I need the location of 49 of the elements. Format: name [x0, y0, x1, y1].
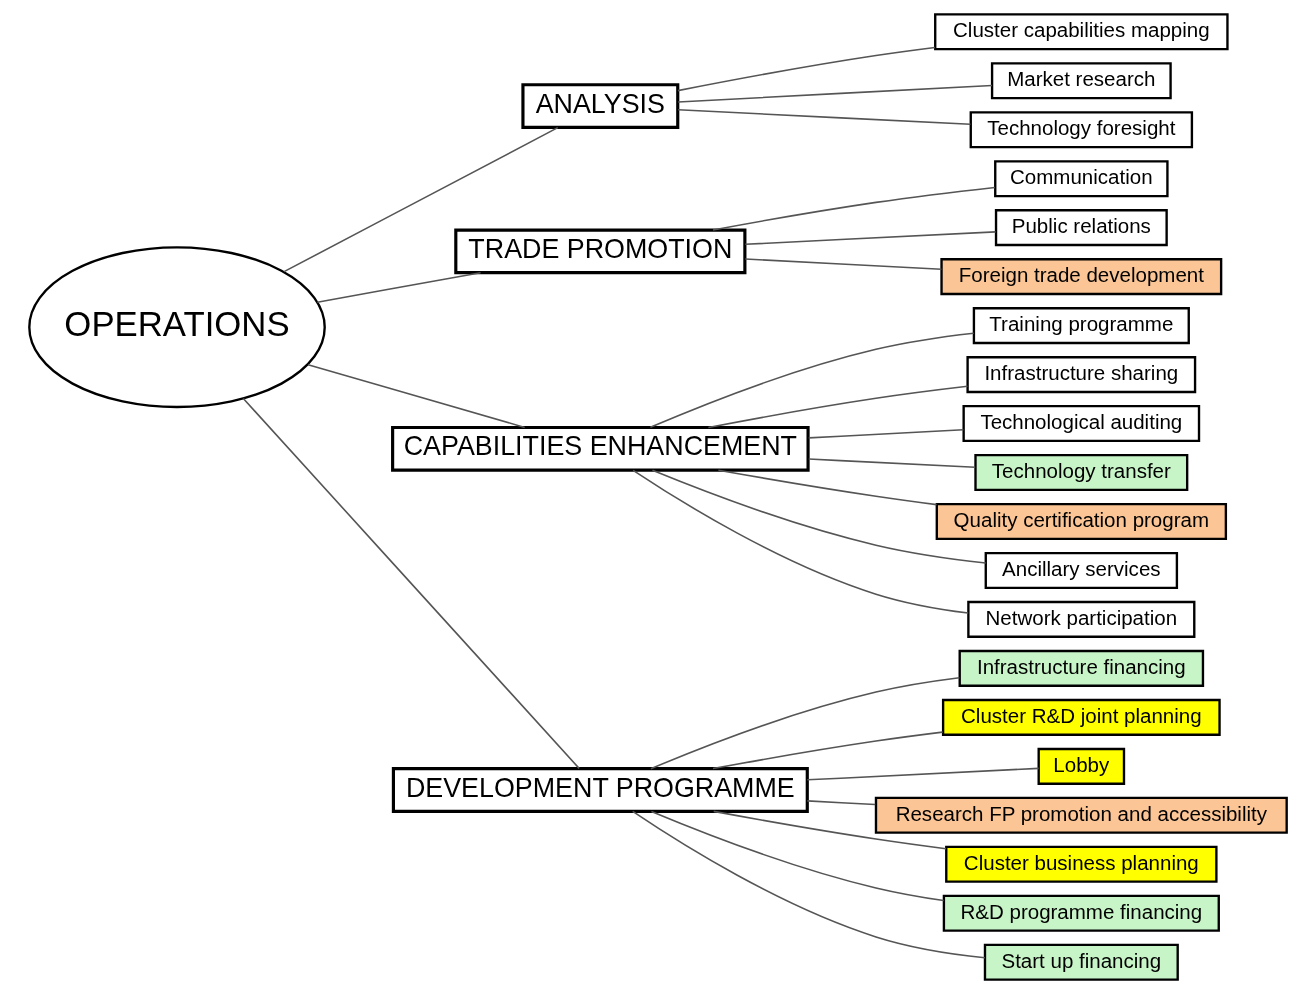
- node-box: Public relations: [994, 209, 1168, 247]
- node-box: Quality certification program: [935, 502, 1227, 541]
- connector: [316, 271, 481, 303]
- connector: [306, 363, 525, 429]
- connector: [807, 458, 976, 469]
- node-box: Cluster R&D joint planning: [941, 698, 1221, 736]
- connector: [807, 428, 964, 439]
- connector: [707, 385, 968, 429]
- node-ellipse: OPERATIONS: [27, 246, 326, 409]
- node-box: Technological auditing: [961, 405, 1200, 443]
- connector: [651, 469, 986, 564]
- node-box: Communication: [993, 160, 1169, 198]
- connector: [650, 810, 944, 902]
- node-box: Infrastructure sharing: [965, 356, 1196, 394]
- node-box: Research FP promotion and accessibility: [874, 796, 1288, 834]
- node-box: Cluster capabilities mapping: [933, 13, 1229, 51]
- node-box: DEVELOPMENT PROGRAMME: [391, 767, 809, 813]
- node-box: TRADE PROMOTION: [453, 228, 746, 275]
- connector: [744, 258, 942, 271]
- connector: [649, 332, 974, 429]
- node-box: ANALYSIS: [520, 83, 679, 129]
- node-box: Training programme: [972, 307, 1190, 345]
- connector: [649, 677, 960, 770]
- node-box: CAPABILITIES ENHANCEMENT: [390, 425, 810, 472]
- node-box: Infrastructure financing: [958, 649, 1204, 687]
- connector: [676, 46, 936, 92]
- node-box: Foreign trade development: [939, 258, 1222, 296]
- connector: [712, 810, 947, 850]
- connector: [242, 397, 580, 770]
- node-box: Start up financing: [983, 943, 1179, 981]
- connector: [744, 231, 996, 246]
- connector: [676, 109, 971, 126]
- node-box: Technology transfer: [973, 453, 1188, 492]
- connector: [676, 84, 993, 103]
- node-box: Technology foresight: [969, 111, 1193, 149]
- node-box: Market research: [990, 62, 1172, 100]
- connector: [631, 469, 969, 614]
- connector: [711, 731, 943, 770]
- node-box: R&D programme financing: [942, 894, 1220, 932]
- connector: [711, 186, 996, 231]
- connector: [717, 469, 937, 506]
- node-box: Cluster business planning: [944, 845, 1218, 883]
- connector: [282, 126, 559, 273]
- connector: [806, 767, 1039, 781]
- node-box: Network participation: [966, 600, 1195, 638]
- connector: [631, 810, 986, 959]
- node-box: Lobby: [1037, 747, 1125, 785]
- node-box: Ancillary services: [984, 551, 1178, 589]
- connector: [806, 800, 876, 806]
